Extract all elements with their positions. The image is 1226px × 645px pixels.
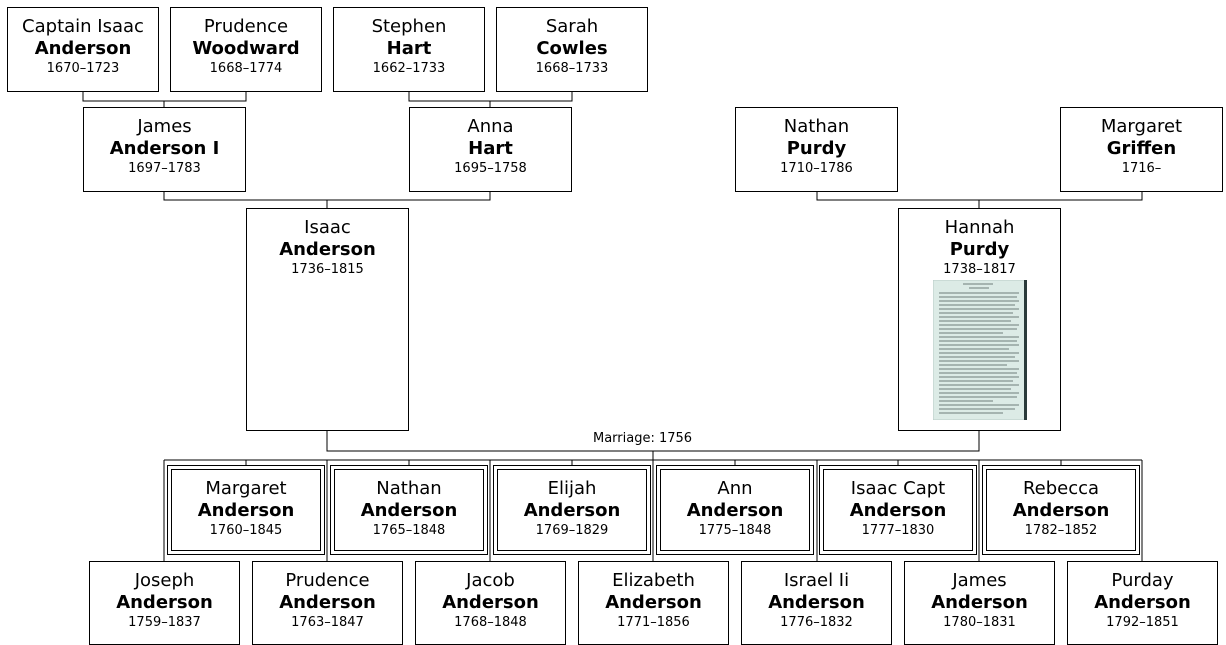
person-years: 1765–1848 [372,523,446,538]
person-last-name: Anderson [605,592,702,613]
person-first-name: Hannah [944,217,1015,238]
person-first-name: Sarah [545,16,599,37]
person-last-name: Anderson [34,38,132,59]
person-years: 1668–1733 [535,61,609,76]
person-first-name: Stephen [371,16,447,37]
person-last-name: Anderson [116,592,213,613]
person-first-name: Elizabeth [612,570,695,591]
person-last-name: Anderson [197,500,295,521]
person-anna-hart[interactable]: Anna Hart 1695–1758 [409,107,572,192]
person-years: 1782–1852 [1024,523,1098,538]
person-years: 1716– [1121,161,1162,176]
person-prudence-anderson[interactable]: Prudence Anderson 1763–1847 [252,561,403,645]
person-years: 1768–1848 [454,615,527,630]
person-last-name: Anderson [686,500,784,521]
person-years: 1777–1830 [861,523,935,538]
person-james-anderson-i[interactable]: James Anderson I 1697–1783 [83,107,246,192]
person-last-name: Anderson [279,239,376,260]
person-first-name: Jacob [466,570,515,591]
person-prudence-woodward[interactable]: Prudence Woodward 1668–1774 [170,7,322,92]
person-years: 1763–1847 [291,615,364,630]
person-last-name: Anderson I [109,138,220,159]
person-james-anderson[interactable]: James Anderson 1780–1831 [904,561,1055,645]
person-jacob-anderson[interactable]: Jacob Anderson 1768–1848 [415,561,566,645]
person-first-name: Prudence [285,570,370,591]
person-last-name: Anderson [849,500,947,521]
person-isaac-anderson[interactable]: Isaac Anderson 1736–1815 [246,208,409,431]
person-last-name: Purdy [949,239,1010,260]
person-last-name: Woodward [192,38,300,59]
person-years: 1670–1723 [46,61,120,76]
person-first-name: James [952,570,1007,591]
person-last-name: Hart [468,138,513,159]
person-first-name: Joseph [134,570,195,591]
person-purday-anderson[interactable]: Purday Anderson 1792–1851 [1067,561,1218,645]
person-last-name: Anderson [442,592,539,613]
person-last-name: Anderson [768,592,865,613]
person-years: 1710–1786 [780,161,853,176]
person-years: 1775–1848 [698,523,772,538]
person-first-name: James [137,116,192,137]
person-sarah-cowles[interactable]: Sarah Cowles 1668–1733 [496,7,648,92]
person-first-name: Rebecca [1022,478,1100,499]
person-first-name: Elijah [547,478,597,499]
person-first-name: Captain Isaac [22,16,144,37]
person-last-name: Purdy [786,138,847,159]
person-first-name: Nathan [783,116,850,137]
person-last-name: Anderson [1094,592,1191,613]
person-nathan-anderson[interactable]: Nathan Anderson 1765–1848 [334,469,484,551]
person-years: 1738–1817 [943,262,1016,277]
person-years: 1695–1758 [454,161,527,176]
person-years: 1769–1829 [535,523,609,538]
person-last-name: Anderson [279,592,376,613]
person-captain-isaac-anderson[interactable]: Captain Isaac Anderson 1670–1723 [7,7,159,92]
person-last-name: Anderson [1012,500,1110,521]
person-first-name: Israel Ii [783,570,850,591]
person-rebecca-anderson[interactable]: Rebecca Anderson 1782–1852 [986,469,1136,551]
person-elijah-anderson[interactable]: Elijah Anderson 1769–1829 [497,469,647,551]
person-nathan-purdy[interactable]: Nathan Purdy 1710–1786 [735,107,898,192]
person-isaac-capt-anderson[interactable]: Isaac Capt Anderson 1777–1830 [823,469,973,551]
person-first-name: Isaac [304,217,351,238]
marriage-label: Marriage: 1756 [591,431,695,446]
person-years: 1697–1783 [128,161,201,176]
person-years: 1780–1831 [943,615,1016,630]
person-first-name: Prudence [203,16,289,37]
person-years: 1759–1837 [128,615,201,630]
person-last-name: Hart [386,38,432,59]
person-last-name: Anderson [523,500,621,521]
person-joseph-anderson[interactable]: Joseph Anderson 1759–1837 [89,561,240,645]
person-years: 1668–1774 [209,61,283,76]
person-margaret-griffen[interactable]: Margaret Griffen 1716– [1060,107,1223,192]
person-first-name: Anna [467,116,514,137]
document-thumbnail-icon[interactable] [932,280,1027,420]
person-first-name: Ann [717,478,753,499]
person-last-name: Cowles [536,38,608,59]
person-hannah-purdy[interactable]: Hannah Purdy 1738–1817 [898,208,1061,431]
person-years: 1792–1851 [1106,615,1179,630]
person-first-name: Margaret [1100,116,1183,137]
person-stephen-hart[interactable]: Stephen Hart 1662–1733 [333,7,485,92]
person-first-name: Nathan [376,478,442,499]
person-ann-anderson[interactable]: Ann Anderson 1775–1848 [660,469,810,551]
person-margaret-anderson[interactable]: Margaret Anderson 1760–1845 [171,469,321,551]
person-elizabeth-anderson[interactable]: Elizabeth Anderson 1771–1856 [578,561,729,645]
person-first-name: Isaac Capt [850,478,946,499]
person-first-name: Margaret [205,478,287,499]
person-years: 1662–1733 [372,61,446,76]
person-last-name: Griffen [1106,138,1177,159]
person-years: 1776–1832 [780,615,853,630]
person-first-name: Purday [1111,570,1174,591]
person-last-name: Anderson [931,592,1028,613]
person-years: 1760–1845 [209,523,283,538]
person-years: 1736–1815 [291,262,364,277]
person-last-name: Anderson [360,500,458,521]
person-israel-ii-anderson[interactable]: Israel Ii Anderson 1776–1832 [741,561,892,645]
person-years: 1771–1856 [617,615,690,630]
